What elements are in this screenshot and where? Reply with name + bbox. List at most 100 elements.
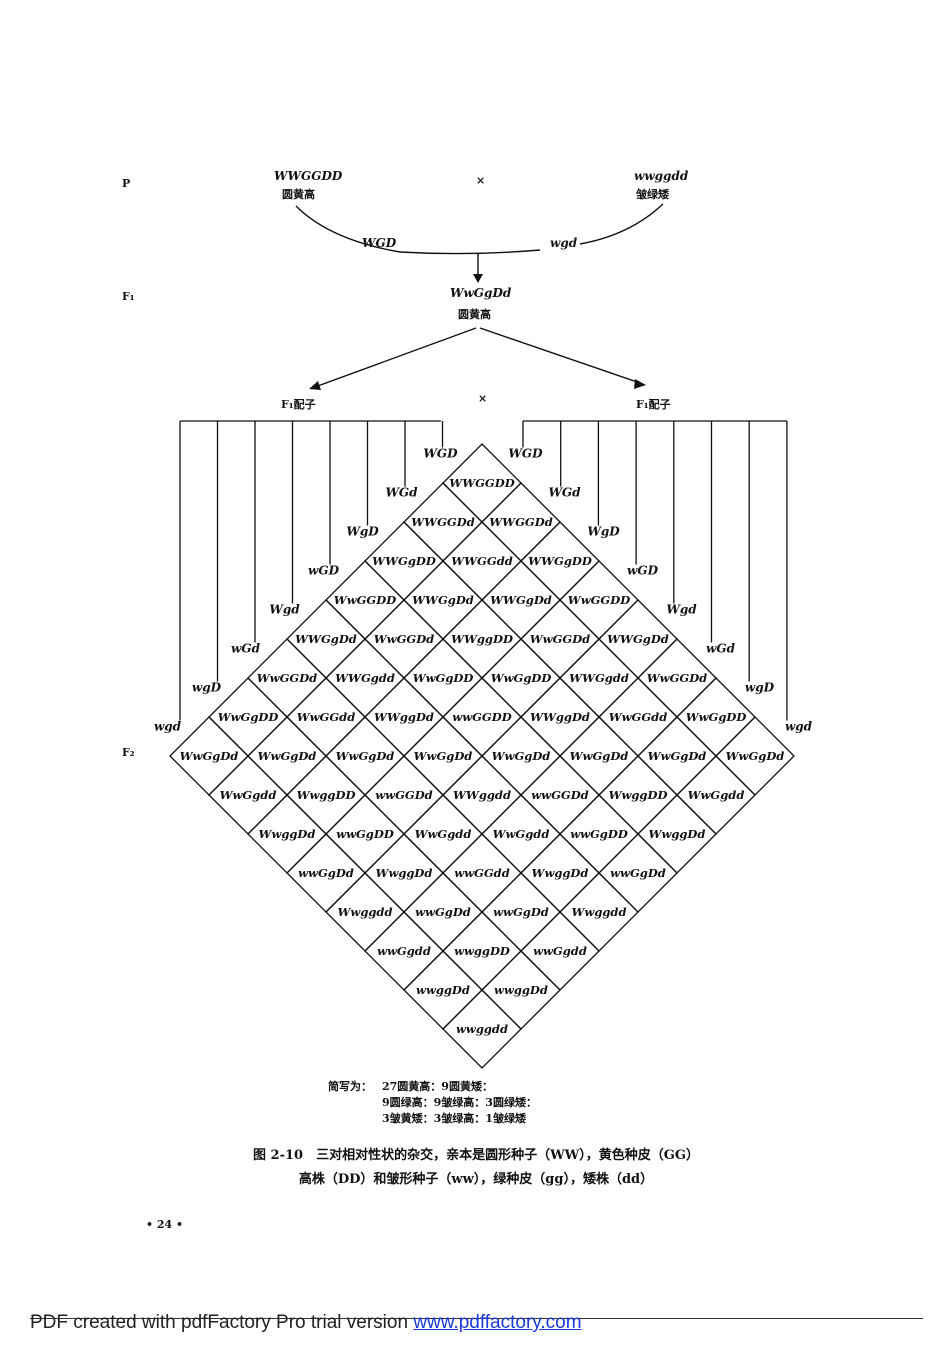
punnett-cell-genotype: WwGgDD: [413, 671, 474, 685]
parent-left-gamete: WGD: [362, 236, 397, 250]
summary-line-3: 3皱黄矮：3皱绿高：1皱绿矮: [382, 1112, 526, 1125]
parent-left-curve: [295, 205, 401, 253]
punnett-cell-genotype: WwggDd: [259, 827, 316, 841]
summary-line-2: 9圆绿高：9皱绿高：3圆绿矮：: [382, 1096, 537, 1109]
punnett-cell-genotype: WwGGDD: [568, 593, 630, 607]
punnett-cell-genotype: WWGgDD: [528, 554, 592, 568]
figure-caption-line-2: 高株（DD）和皱形种子（ww），绿种皮（gg），矮株（dd）: [298, 1172, 654, 1187]
summary-prefix: 简写为：: [328, 1080, 372, 1093]
parent-left-genotype: WWGGDD: [274, 169, 343, 183]
punnett-cell-genotype: WWGgdd: [569, 671, 629, 685]
right-gamete-label: WGd: [548, 486, 581, 500]
punnett-cell-genotype: WwGgdd: [688, 788, 745, 802]
parent-join-line: [399, 249, 541, 255]
left-gamete-label: wGD: [308, 564, 340, 578]
punnett-cell-genotype: WWggDD: [451, 632, 513, 646]
punnett-cell-genotype: WWGGdd: [451, 554, 513, 568]
punnett-cell-genotype: wwGGDD: [452, 710, 511, 724]
punnett-cell-genotype: WWggdd: [453, 788, 511, 802]
punnett-cell-genotype: wwGgDD: [570, 827, 628, 841]
f1-left-arrowhead: [309, 381, 321, 390]
left-gamete-label: wGd: [231, 642, 261, 656]
punnett-cell-genotype: wwGgDd: [610, 866, 666, 880]
f1-left-branch: [314, 327, 477, 388]
punnett-cell-genotype: WwGGdd: [297, 710, 356, 724]
punnett-cell-genotype: WwGgDd: [492, 749, 551, 763]
parent-right-gamete: wgd: [550, 236, 578, 250]
summary-line-1: 27圆黄高：9圆黄矮：: [382, 1080, 493, 1093]
f1-phenotype: 圆黄高: [458, 308, 491, 321]
punnett-cell-genotype: WwGgdd: [220, 788, 277, 802]
page-number: • 24 •: [146, 1218, 184, 1231]
right-gamete-label: Wgd: [666, 603, 697, 617]
punnett-cell-genotype: WwGGDd: [257, 671, 317, 685]
parent-left-phenotype: 圆黄高: [282, 188, 315, 201]
punnett-cell-genotype: Wwggdd: [572, 905, 627, 919]
punnett-cell-genotype: WwGgDd: [648, 749, 707, 763]
punnett-cell-genotype: WwGgdd: [493, 827, 550, 841]
punnett-cell-genotype: WwGGdd: [609, 710, 668, 724]
punnett-cell-genotype: wwGgdd: [533, 944, 587, 958]
f1-right-arrowhead: [634, 379, 646, 389]
punnett-cell-genotype: WwGGDd: [374, 632, 434, 646]
punnett-cell-genotype: WWGGDD: [449, 476, 514, 490]
punnett-cell-genotype: wwGgDd: [298, 866, 354, 880]
punnett-cell-genotype: WWggDd: [530, 710, 590, 724]
punnett-cell-genotype: WWGgDd: [412, 593, 474, 607]
punnett-cell-genotype: wwGGDd: [375, 788, 432, 802]
punnett-cell-genotype: WwggDD: [297, 788, 356, 802]
left-gamete-label: WgD: [346, 525, 379, 539]
f2-generation-label: F₂: [122, 746, 135, 759]
punnett-cell-genotype: wwGgDd: [415, 905, 471, 919]
punnett-cell-genotype: WwGGDD: [334, 593, 396, 607]
left-gamete-label: WGD: [423, 447, 458, 461]
punnett-cell-genotype: WwggDd: [376, 866, 433, 880]
parent-right-genotype: wwggdd: [634, 169, 689, 183]
p-generation-label: P: [122, 177, 131, 190]
punnett-cell-genotype: WwGgdd: [415, 827, 472, 841]
f1-cross-symbol: ×: [478, 392, 488, 405]
parent-right-phenotype: 皱绿矮: [636, 188, 669, 201]
left-gamete-label: wgd: [154, 720, 182, 734]
parent-right-curve: [579, 203, 664, 245]
figure-caption-line-1: 图 2-10 三对相对性状的杂交，亲本是圆形种子（WW），黄色种皮（GG）: [253, 1148, 699, 1163]
footer-link[interactable]: www.pdffactory.com: [413, 1312, 582, 1333]
punnett-cell-genotype: wwggDd: [494, 983, 548, 997]
right-gamete-label: wGD: [627, 564, 659, 578]
left-gamete-label: wgD: [192, 681, 222, 695]
f1-down-arrowhead: [473, 274, 483, 283]
footer-rule: [30, 1318, 923, 1319]
punnett-cell-genotype: WwGgDd: [258, 749, 317, 763]
punnett-cell-genotype: WwGgDD: [686, 710, 747, 724]
punnett-cell-genotype: wwggDd: [416, 983, 470, 997]
punnett-cell-genotype: WWGgDd: [295, 632, 357, 646]
punnett-cell-genotype: WwGgDd: [414, 749, 473, 763]
punnett-cell: [442, 989, 522, 1069]
punnett-cell-genotype: WwggDD: [609, 788, 668, 802]
left-gamete-label: Wgd: [269, 603, 300, 617]
f1-gamete-label-right: F₁配子: [636, 398, 671, 411]
punnett-cell-genotype: WwGgDD: [218, 710, 279, 724]
punnett-cell-genotype: WwGgDd: [570, 749, 629, 763]
f1-right-branch: [479, 327, 641, 384]
punnett-cell-genotype: wwggDD: [454, 944, 510, 958]
f1-generation-label: F₁: [122, 290, 135, 303]
left-gamete-label: WGd: [385, 486, 418, 500]
right-gamete-label: WGD: [508, 447, 543, 461]
punnett-cell-genotype: WwGgDd: [336, 749, 395, 763]
punnett-cell-genotype: WwggDd: [532, 866, 589, 880]
punnett-cell-genotype: WWGgDD: [372, 554, 436, 568]
punnett-cell-genotype: wwGGDd: [531, 788, 588, 802]
punnett-cell-genotype: WWGGDd: [489, 515, 553, 529]
right-gamete-label: WgD: [587, 525, 620, 539]
punnett-cell-genotype: wwGGdd: [454, 866, 510, 880]
punnett-cell-genotype: WwGGDd: [530, 632, 590, 646]
pdf-footer: PDF created with pdfFactory Pro trial ve…: [30, 1312, 582, 1334]
f1-gamete-label-left: F₁配子: [281, 398, 316, 411]
punnett-cell-genotype: WWggDd: [374, 710, 434, 724]
punnett-cell-genotype: wwGgdd: [377, 944, 431, 958]
punnett-cell-genotype: wwggdd: [456, 1022, 508, 1036]
punnett-cell-genotype: WwGgDD: [491, 671, 552, 685]
right-gamete-label: wgd: [785, 720, 813, 734]
